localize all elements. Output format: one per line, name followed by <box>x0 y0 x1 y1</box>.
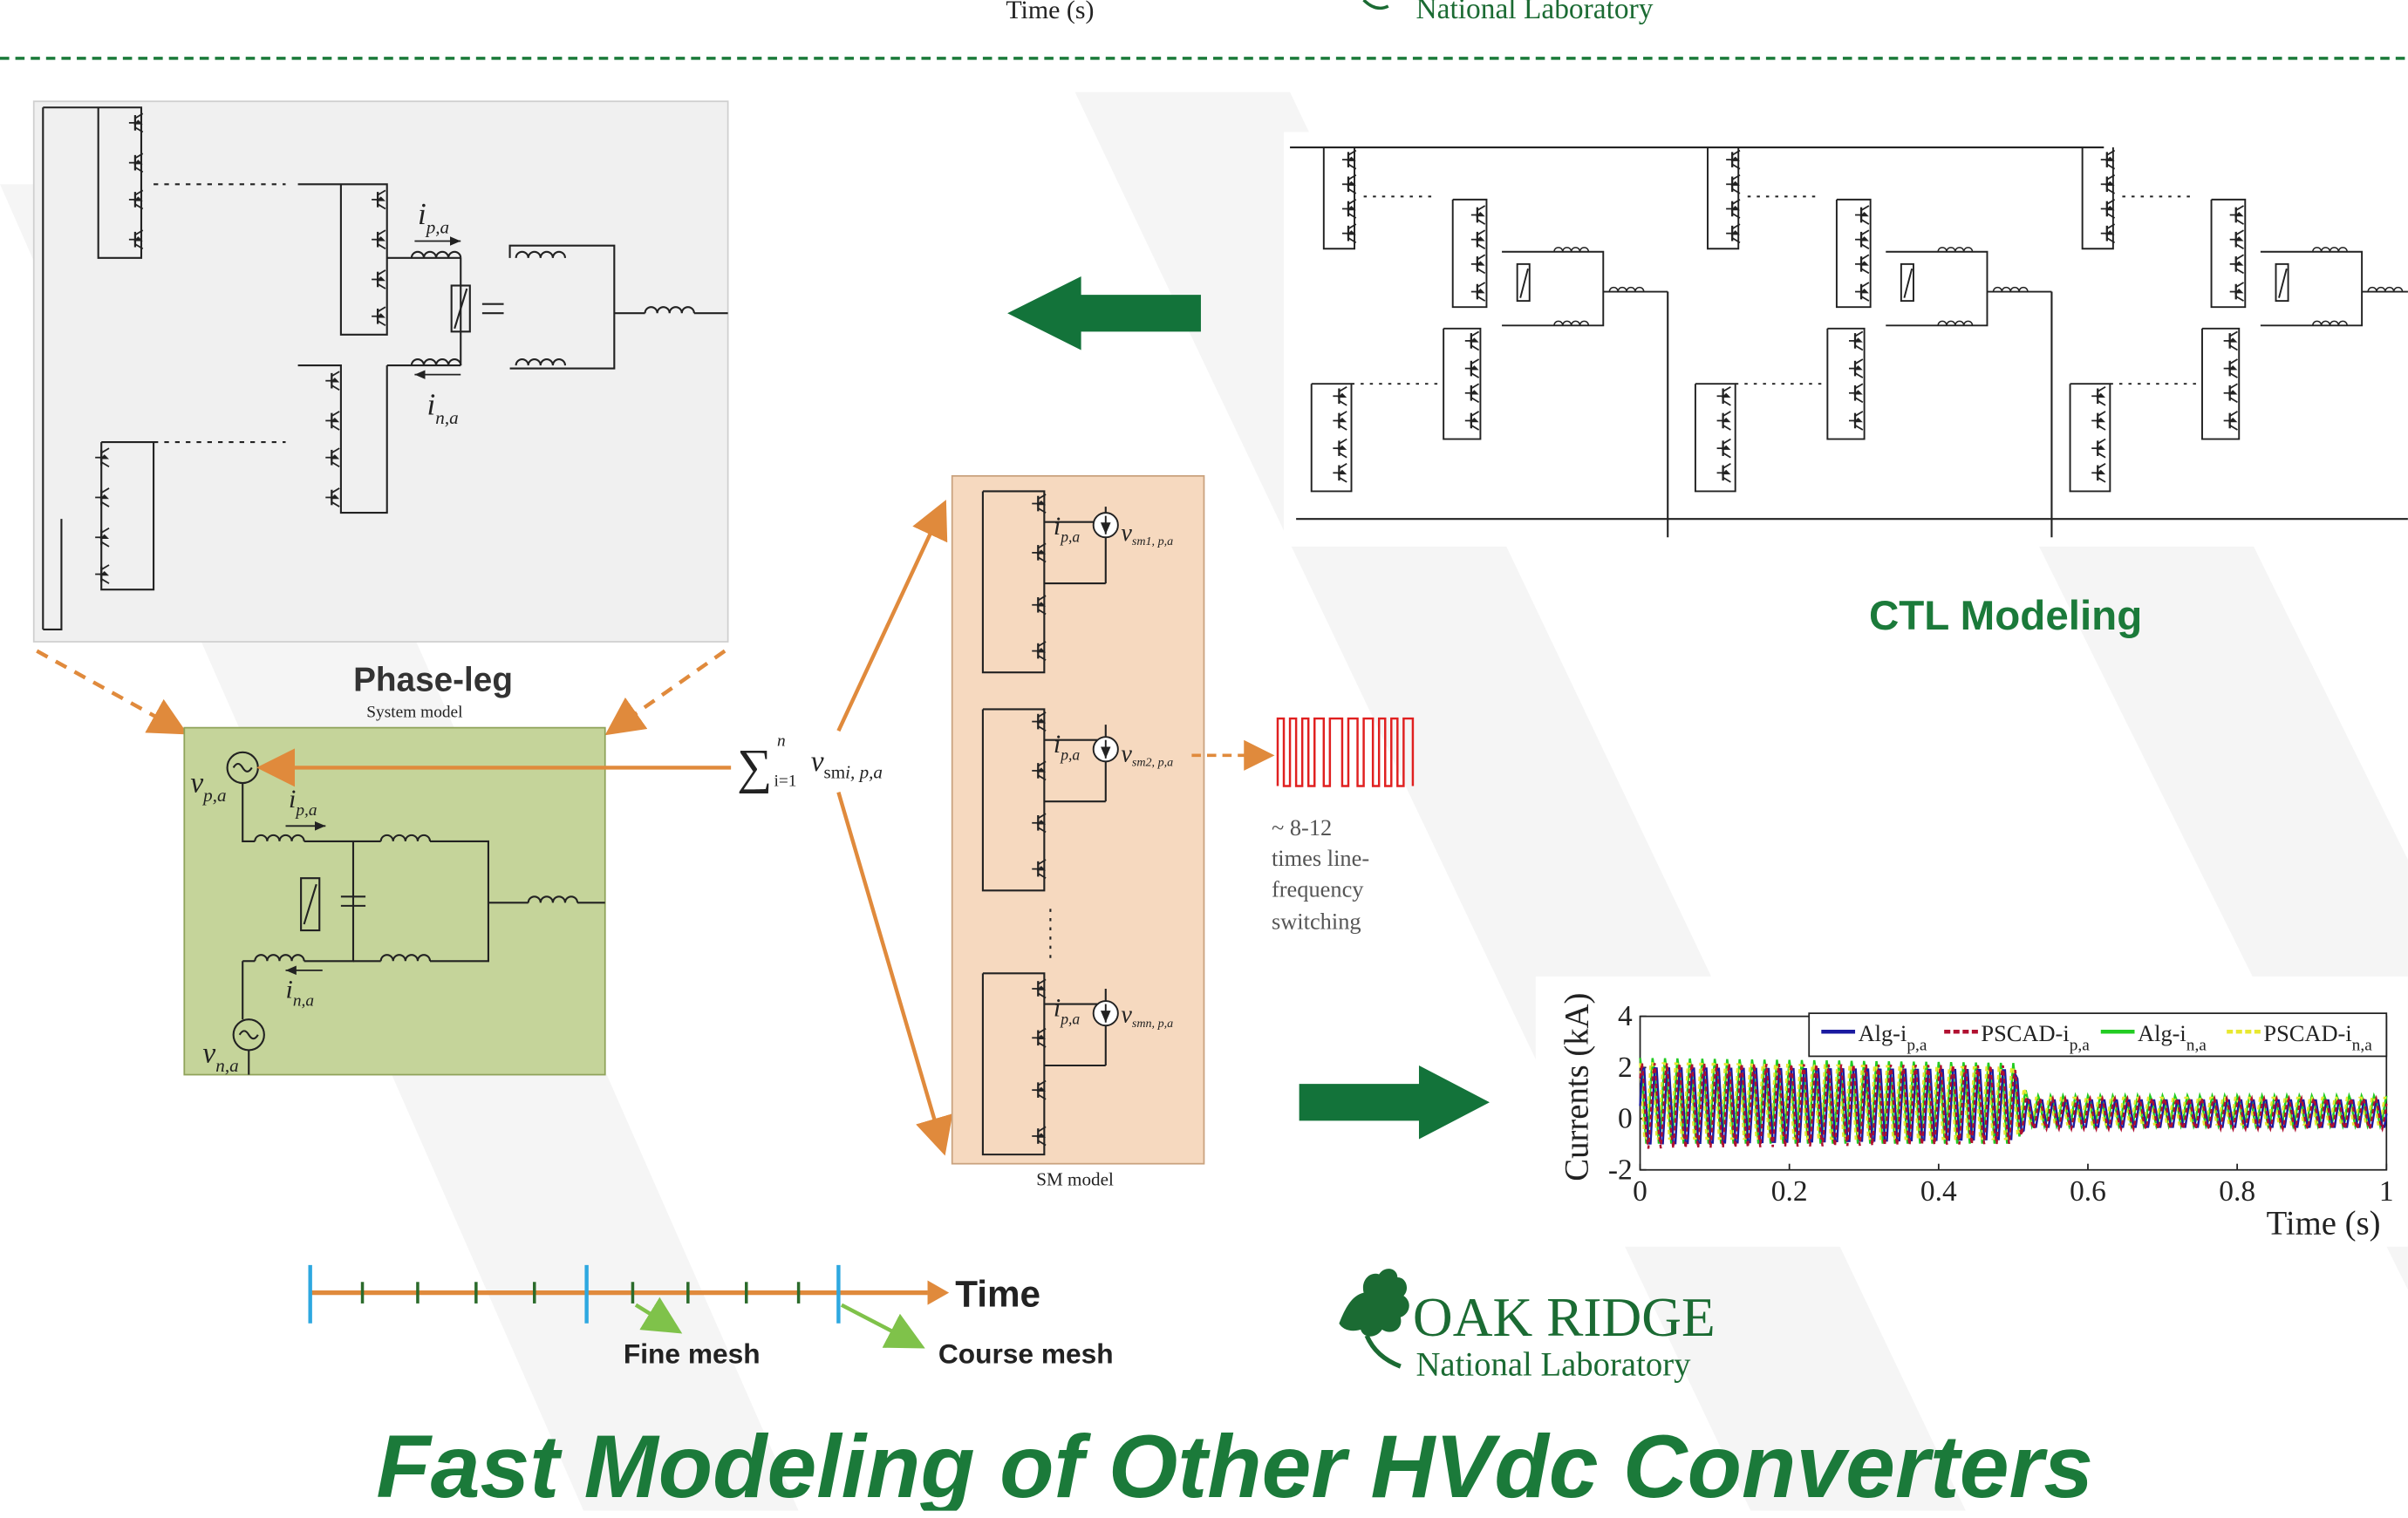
chart-x-tick-label: 0 <box>1633 1175 1647 1208</box>
chart-x-label: Time (s) <box>2267 1205 2381 1242</box>
timeline-time-label: Time <box>955 1273 1040 1314</box>
svg-text:~ 8-12: ~ 8-12 <box>1272 814 1332 841</box>
chart-y-tick-label: -2 <box>1608 1154 1633 1186</box>
system-model-box: vp,a ip,a in,a vn,a <box>183 726 606 1076</box>
fan-arrow-top <box>836 500 948 732</box>
chart-x-tick-label: 0.8 <box>2219 1175 2255 1208</box>
fan-arrow-bottom <box>836 791 953 1156</box>
svg-text:times line-: times line- <box>1272 845 1369 871</box>
chart-y-tick-label: 2 <box>1618 1052 1633 1084</box>
smn-current: ip,a <box>1054 994 1081 1028</box>
zoom-line-left <box>36 649 188 735</box>
ctl-caption: CTL Modeling <box>1869 593 2142 639</box>
page-title: Fast Modeling of Other HVdc Converters <box>376 1417 2093 1511</box>
vn-label: vn,a <box>202 1037 238 1076</box>
svg-text:switching: switching <box>1272 908 1361 934</box>
ip-label: ip,a <box>418 197 449 238</box>
vp-label: vp,a <box>190 767 226 807</box>
coarse-mesh-label: Course mesh <box>938 1338 1114 1370</box>
chart-y-label: Currents (kA) <box>1559 993 1596 1181</box>
in-small-label: in,a <box>286 976 315 1011</box>
in-label: in,a <box>427 387 459 428</box>
chart-x-tick-label: 0.2 <box>1771 1175 1808 1208</box>
chart-series-line <box>1639 1058 2388 1144</box>
switching-waveform <box>1276 717 1415 787</box>
legend-label: Alg-ip,a <box>1859 1020 1927 1055</box>
chart-x-tick-label: 0.6 <box>2070 1175 2106 1208</box>
arrow-right-green <box>1299 1065 1490 1140</box>
sm2-voltage: vsm2, p,a <box>1121 740 1173 769</box>
arrow-left-green <box>1007 276 1201 351</box>
logo-top-text: OAK RIDGE <box>1413 1287 1716 1348</box>
chart-series-line <box>1639 1063 2388 1149</box>
top-time-label: Time (s) <box>1006 0 1094 24</box>
sm2-current: ip,a <box>1054 730 1081 764</box>
svg-text:frequency: frequency <box>1272 875 1364 902</box>
ctl-schematic <box>1284 132 2408 547</box>
chart-series-line <box>1639 1066 2388 1145</box>
phase-leg-schematic: ip,a in,a <box>32 100 729 643</box>
sm1-current: ip,a <box>1054 512 1081 546</box>
ctl-cell <box>2069 147 2408 493</box>
sm-model-caption: SM model <box>1036 1168 1114 1189</box>
sum-lower: i=1 <box>774 773 796 791</box>
timeline <box>308 1264 950 1349</box>
sum-upper: n <box>777 732 786 751</box>
chart-series-line <box>1639 1062 2387 1140</box>
top-logo-fragment <box>1362 0 1389 10</box>
legend-label: Alg-in,a <box>2138 1020 2207 1055</box>
system-model-caption: System model <box>366 703 462 721</box>
chart-legend: Alg-ip,a PSCAD-ip,a Alg-in,a PSCAD-in,a <box>1808 1012 2388 1058</box>
ctl-cell <box>1310 147 1668 493</box>
sm1-voltage: vsm1, p,a <box>1121 520 1173 548</box>
chart-y-tick-label: 4 <box>1618 1000 1633 1032</box>
sum-label: ∑ <box>737 740 772 794</box>
oak-leaf-icon <box>1339 1269 1409 1369</box>
legend-label: PSCAD-ip,a <box>1981 1020 2090 1055</box>
fine-mesh-label: Fine mesh <box>624 1338 761 1370</box>
logo-bottom-text: National Laboratory <box>1415 1346 1691 1384</box>
ctl-cell <box>1694 147 2052 493</box>
smn-voltage: vsmn, p,a <box>1121 1002 1173 1031</box>
sm-model-box: ip,a vsm1, p,a ip,a vsm2, p,a ip,a vsmn,… <box>951 474 1205 1165</box>
chart-y-tick-label: 0 <box>1618 1103 1633 1135</box>
chart-x-tick-label: 1 <box>2379 1175 2394 1208</box>
ip-small-label: ip,a <box>289 785 317 820</box>
zoom-line-right <box>604 649 726 736</box>
top-org-line: National Laboratory <box>1415 0 1653 25</box>
phase-leg-caption: Phase-leg <box>353 661 513 698</box>
chart-x-tick-label: 0.4 <box>1920 1175 1957 1208</box>
switching-note: ~ 8-12 times line- frequency switching <box>1272 814 1369 934</box>
legend-label: PSCAD-in,a <box>2263 1020 2372 1055</box>
sum-v-label: vsmi, p,a <box>811 745 883 783</box>
